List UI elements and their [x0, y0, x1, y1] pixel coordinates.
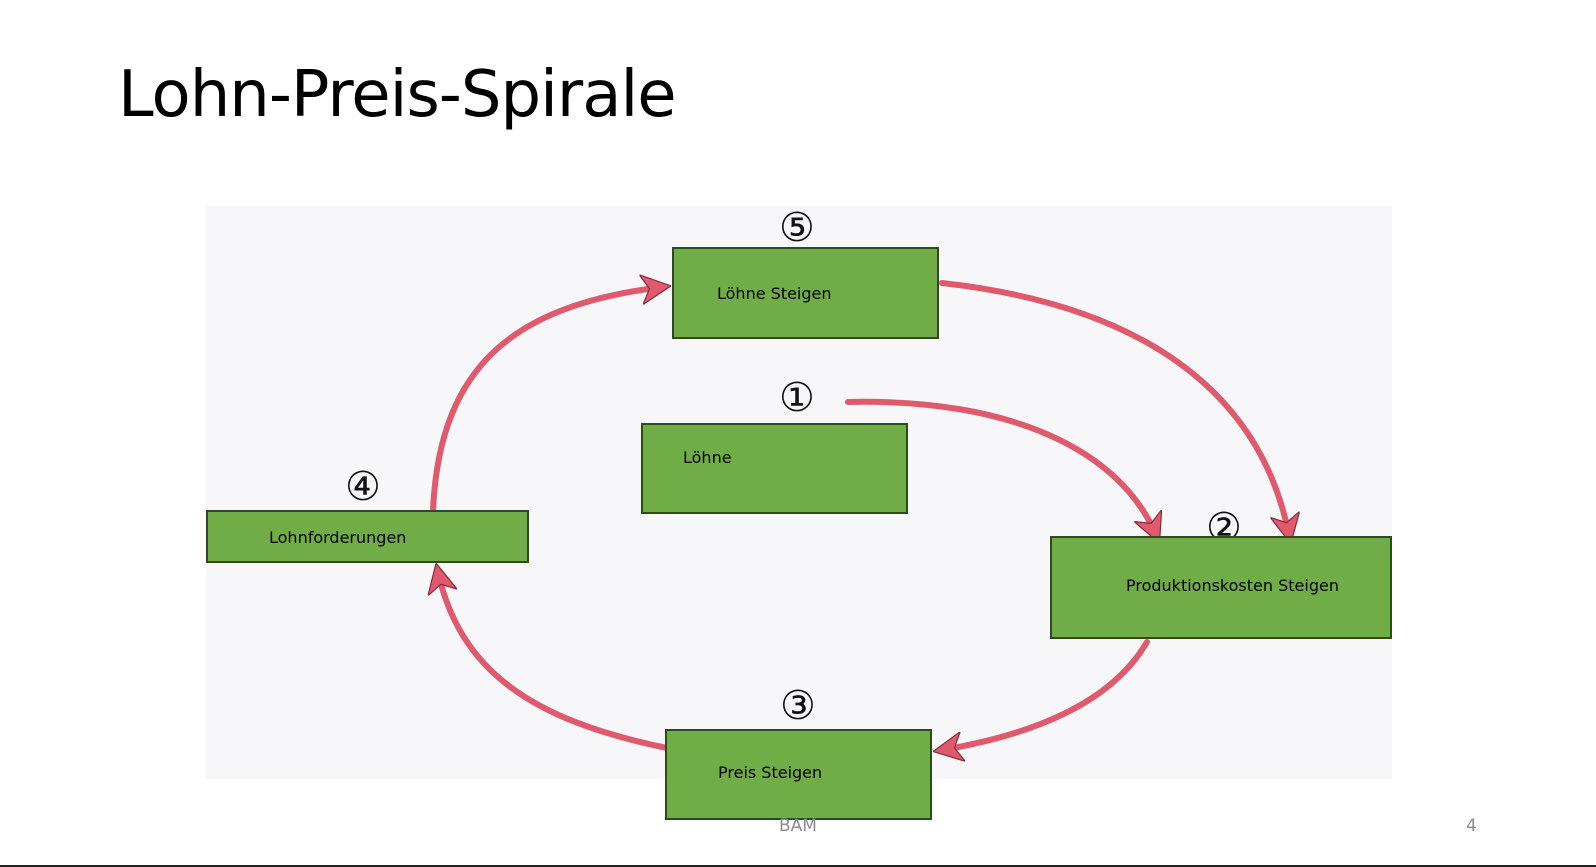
box-lohnforderungen-label: Lohnforderungen: [269, 528, 407, 547]
box-loehne-steigen-label: Löhne Steigen: [717, 284, 832, 303]
box-loehne-steigen: Löhne Steigen: [672, 247, 939, 339]
step-4-marker: ④: [345, 464, 381, 510]
step-1-marker: ①: [779, 375, 815, 421]
step-3-marker: ③: [780, 683, 816, 729]
arrow-preis-to-lohnforderungen: [438, 572, 670, 751]
box-loehne-label: Löhne: [683, 448, 732, 467]
bottom-divider: [0, 865, 1596, 867]
arrow-lohnforderungen-to-loehne-steigen: [430, 287, 662, 513]
box-loehne: Löhne: [641, 423, 908, 514]
arrow-loehne-steigen-to-produktionskosten: [939, 280, 1289, 535]
arrow-loehne-to-produktionskosten: [845, 398, 1156, 535]
box-produktionskosten-label: Produktionskosten Steigen: [1126, 576, 1339, 595]
page-number: 4: [1466, 816, 1477, 836]
box-produktionskosten: Produktionskosten Steigen: [1050, 536, 1392, 639]
box-preis-steigen-label: Preis Steigen: [718, 763, 823, 782]
slide-title: Lohn-Preis-Spirale: [118, 58, 677, 132]
footer-text: BAM: [779, 816, 817, 836]
step-5-marker: ⑤: [779, 205, 815, 251]
box-preis-steigen: Preis Steigen: [665, 729, 932, 820]
arrow-produktionskosten-to-preis: [942, 639, 1150, 750]
box-lohnforderungen: Lohnforderungen: [206, 510, 529, 563]
